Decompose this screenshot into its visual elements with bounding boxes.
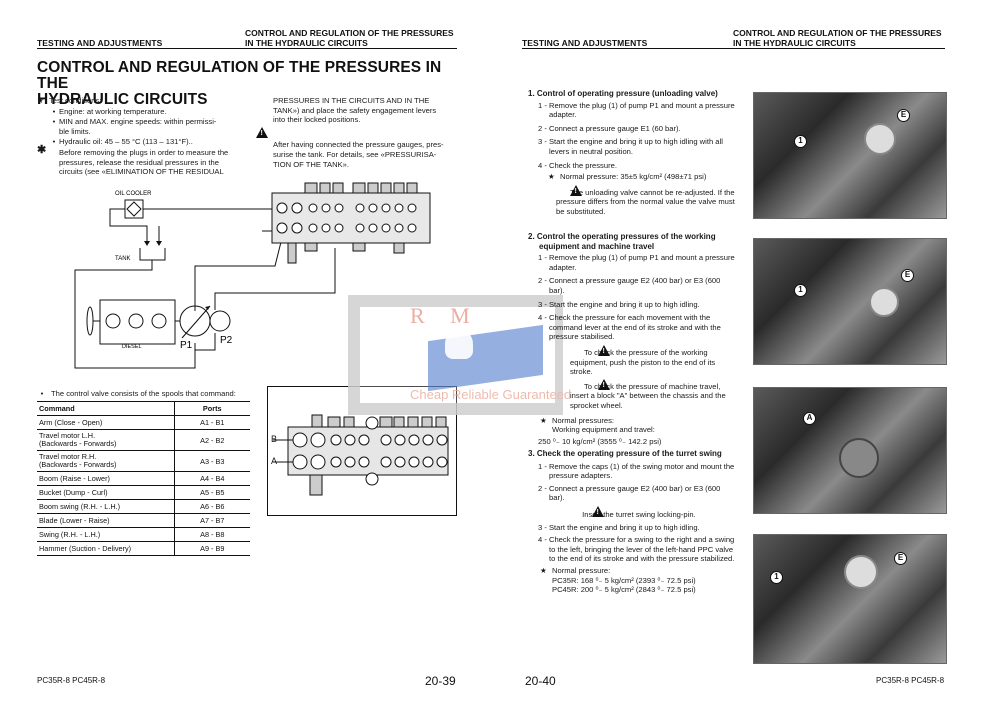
control-valve-figure: B A xyxy=(267,386,457,516)
star-icon: ★ xyxy=(548,172,555,182)
warning-icon xyxy=(256,126,268,138)
pressurise-warning: After having connected the pressure gaug… xyxy=(256,126,461,169)
locking-pin-warning: Insert the turret swing locking-pin. xyxy=(528,505,738,520)
spool-intro: •The control valve consists of the spool… xyxy=(37,389,236,399)
star-icon: ★ xyxy=(540,415,547,425)
gauge-icon xyxy=(844,555,878,589)
bullet-icon: • xyxy=(40,389,44,398)
warning-icon xyxy=(598,378,610,390)
photo-pump-gauge-e2: 1 E xyxy=(753,238,947,365)
bullet-icon: • xyxy=(52,137,56,147)
oil-cooler-label: OIL COOLER xyxy=(115,191,152,197)
control-valve-drawing xyxy=(273,414,449,496)
star-icon: ★ xyxy=(37,96,44,105)
section-2-title: 2. Control the operating pressures of th… xyxy=(528,232,716,251)
left-header-rule xyxy=(37,48,457,49)
table-row: Boom swing (R.H. - L.H.)A6 - B6 xyxy=(37,499,250,514)
photo-track-sprocket: A xyxy=(753,387,947,514)
left-header-topic: CONTROL AND REGULATION OF THE PRESSURES … xyxy=(245,28,454,48)
table-row: Hammer (Suction - Delivery)A9 - B9 xyxy=(37,541,250,556)
warning-icon xyxy=(570,184,582,196)
right-page-number: 20-40 xyxy=(525,674,556,688)
watermark-wrench-icon xyxy=(428,324,543,392)
unloading-valve-warning: The unloading valve cannot be re-adjuste… xyxy=(528,184,738,217)
table-row: Arm (Close - Open)A1 - B1 xyxy=(37,415,250,430)
tank-label: TANK xyxy=(115,256,131,262)
watermark-screw-icon xyxy=(445,329,473,359)
table-row: Swing (R.H. - L.H.)A8 - B8 xyxy=(37,527,250,542)
p1-label: P1 xyxy=(180,340,193,351)
page-title: CONTROL AND REGULATION OF THE PRESSURES … xyxy=(37,59,442,108)
callout-1: 1 xyxy=(794,135,807,148)
callout-a: A xyxy=(803,412,816,425)
watermark-letters: R M xyxy=(410,303,480,328)
section-3: 3. Check the operating pressure of the t… xyxy=(528,449,738,595)
sprocket-icon xyxy=(839,438,879,478)
bullet-icon: • xyxy=(52,117,56,127)
release-note-continued: PRESSURES IN THE CIRCUITS AND IN THE TAN… xyxy=(256,96,461,169)
section-3-title: 3. Check the operating pressure of the t… xyxy=(528,449,722,458)
left-footer-models: PC35R-8 PC45R-8 xyxy=(37,676,106,685)
section-1-title: 1. Control of operating pressure (unload… xyxy=(528,89,718,98)
port-b-label: B xyxy=(271,434,278,444)
callout-e: E xyxy=(897,109,910,122)
callout-1: 1 xyxy=(794,284,807,297)
column-header-ports: Ports xyxy=(173,401,250,416)
section-2: 2. Control the operating pressures of th… xyxy=(528,232,738,446)
table-header-row: Command Ports xyxy=(37,401,250,416)
table-row: Bucket (Dump - Curl)A5 - B5 xyxy=(37,485,250,500)
table-row: Travel motor R.H. (Backwards - Forwards)… xyxy=(37,450,250,472)
warning-icon xyxy=(598,344,610,357)
hydraulic-circuit-diagram: OIL COOLER TANK DIESEL P1 P2 xyxy=(74,182,431,369)
gauge-icon xyxy=(864,123,896,155)
table-row: Blade (Lower - Raise)A7 - B7 xyxy=(37,513,250,528)
release-note: ✱ Before removing the plugs in order to … xyxy=(37,143,229,177)
right-footer-models: PC35R-8 PC45R-8 xyxy=(876,676,945,685)
right-header-rule xyxy=(522,48,945,49)
bullet-icon: • xyxy=(52,106,56,116)
p2-label: P2 xyxy=(220,335,233,346)
spool-command-table: Command Ports Arm (Close - Open)A1 - B1 … xyxy=(37,401,250,556)
star-icon: ★ xyxy=(540,565,547,575)
gauge-icon xyxy=(869,287,899,317)
table-row: Travel motor L.H. (Backwards - Forwards)… xyxy=(37,429,250,451)
control-valve-block xyxy=(271,182,431,264)
diesel-label: DIESEL xyxy=(122,344,142,350)
watermark-tagline: Cheap Reliable Guaranteed xyxy=(410,387,572,402)
test-conditions: ★Test conditions: •Engine: at working te… xyxy=(37,96,247,177)
machine-travel-warning: To check the pressure of machine travel,… xyxy=(528,378,738,411)
left-page-number: 20-39 xyxy=(425,674,456,688)
photo-pump-gauge-e1: 1 E xyxy=(753,92,947,219)
left-header-section: TESTING AND ADJUSTMENTS xyxy=(37,38,163,48)
column-header-command: Command xyxy=(37,401,174,416)
callout-1: 1 xyxy=(770,571,783,584)
watermark-frame: R M Cheap Reliable Guaranteed xyxy=(348,295,571,415)
callout-e: E xyxy=(901,269,914,282)
pressure-release-icon: ✱ xyxy=(37,143,47,156)
right-header-section: TESTING AND ADJUSTMENTS xyxy=(522,38,648,48)
callout-e: E xyxy=(894,552,907,565)
photo-swing-motor-gauge: 1 E xyxy=(753,534,947,664)
working-equipment-warning: To check the pressure of the working equ… xyxy=(528,344,738,377)
section-1: 1. Control of operating pressure (unload… xyxy=(528,89,738,217)
right-header-topic: CONTROL AND REGULATION OF THE PRESSURES … xyxy=(733,28,942,48)
port-a-label: A xyxy=(271,456,278,466)
table-row: Boom (Raise - Lower)A4 - B4 xyxy=(37,471,250,486)
warning-icon xyxy=(592,505,604,518)
